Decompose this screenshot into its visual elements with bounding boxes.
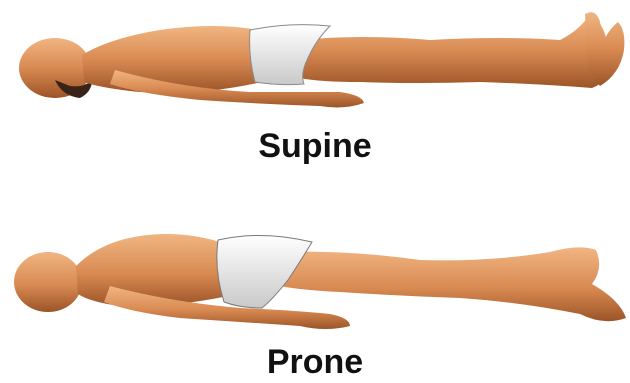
supine-figure [0, 0, 630, 125]
supine-torso [82, 26, 262, 93]
prone-body-illustration [0, 222, 630, 332]
prone-head [14, 252, 82, 312]
supine-body-illustration [0, 0, 630, 125]
supine-legs [300, 14, 610, 88]
prone-legs [280, 247, 626, 321]
supine-label: Supine [0, 126, 630, 166]
prone-label: Prone [0, 342, 630, 382]
prone-torso [76, 234, 228, 306]
prone-figure [0, 222, 630, 332]
